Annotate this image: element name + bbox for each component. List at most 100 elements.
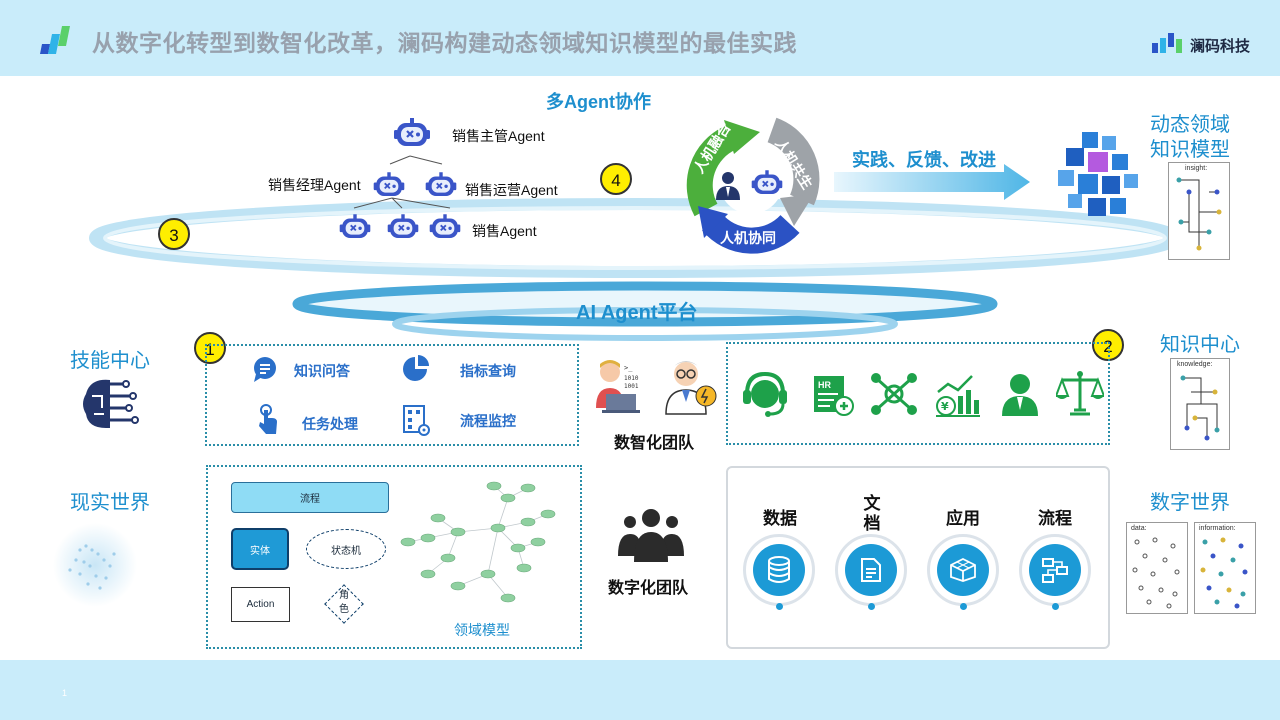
skill-metric-query: 指标查询 [460, 363, 516, 379]
cube-cluster-icon [1058, 132, 1138, 216]
digital-team-label: 数字化团队 [608, 580, 689, 597]
data-circle [743, 534, 815, 606]
digital-item-document: 文档 [863, 494, 881, 533]
outer-ring [89, 198, 1181, 278]
badge-4: 4 [600, 163, 632, 195]
information-scatter-icon [1200, 537, 1248, 609]
platform-ring [292, 281, 998, 341]
process-icon [1042, 558, 1068, 583]
robot-icon [424, 172, 458, 198]
platform-label: AI Agent平台 [576, 302, 698, 324]
insight-sketch: insight: [1168, 162, 1230, 260]
robot-icon [338, 214, 372, 240]
knowledge-center-box [726, 342, 1110, 445]
data-sketch-label: data: [1131, 525, 1147, 532]
dynamic-model-line1: 动态领域 [1150, 114, 1230, 136]
logo-icon [40, 26, 70, 54]
digital-item-application: 应用 [946, 509, 980, 528]
robot-icon [386, 214, 420, 240]
cycle-collaboration-label: 人机协同 [720, 230, 776, 246]
action-shape: Action [231, 587, 290, 622]
document-dot [868, 603, 875, 610]
entity-shape: 实体 [231, 528, 289, 570]
process-circle [1019, 534, 1091, 606]
data-scatter-icon [1132, 537, 1180, 609]
finance-chart-icon: ¥ [936, 375, 980, 417]
human-icon [716, 172, 740, 200]
programmer-icon: >_ 1010 1001 [596, 360, 640, 413]
domain-model-caption: 领域模型 [454, 622, 510, 638]
skill-center-box [205, 344, 579, 446]
knowledge-sketch-label: knowledge: [1177, 361, 1213, 368]
database-icon [768, 556, 790, 583]
digital-world-box [726, 466, 1110, 649]
digital-world-label: 数字世界 [1150, 492, 1230, 514]
state-machine-shape: 状态机 [306, 529, 386, 569]
knowledge-center-label: 知识中心 [1160, 334, 1240, 356]
brain-circuit-icon [83, 379, 139, 428]
svg-text:>_: >_ [624, 364, 633, 372]
digital-item-process: 流程 [1038, 509, 1072, 528]
domain-graph-icon [400, 481, 556, 603]
process-shape: 流程 [231, 482, 389, 513]
brand-name: 澜码科技 [1190, 38, 1251, 55]
knowledge-graph-icon [1180, 375, 1220, 441]
information-sketch: information: [1194, 522, 1256, 614]
header-bar [0, 0, 1280, 76]
headset-icon [743, 371, 787, 417]
skill-knowledge-qa: 知识问答 [294, 363, 350, 379]
insight-graph-icon [1176, 177, 1222, 251]
skill-process-monitor: 流程监控 [460, 413, 516, 429]
document-icon [861, 558, 881, 582]
arrow-label: 实践、反馈、改进 [852, 150, 996, 170]
robot-icon [428, 214, 462, 240]
multi-agent-title: 多Agent协作 [546, 92, 651, 112]
svg-text:HR: HR [818, 380, 831, 390]
badge-1: 1 [194, 332, 226, 364]
network-icon [871, 373, 917, 415]
badge-3: 3 [158, 218, 190, 250]
svg-text:¥: ¥ [941, 400, 949, 413]
data-sketch: data: [1126, 522, 1188, 614]
dynamic-model-line2: 知识模型 [1150, 139, 1230, 161]
real-world-label: 现实世界 [70, 492, 150, 514]
role-shape-label: 角色 [339, 590, 349, 615]
scales-icon [1056, 371, 1104, 416]
svg-text:1001: 1001 [624, 383, 639, 390]
skill-task-processing: 任务处理 [302, 416, 358, 432]
application-dot [960, 603, 967, 610]
skill-center-label: 技能中心 [70, 350, 150, 372]
progress-arrow [834, 164, 1030, 200]
brand-logo-icon [1152, 33, 1182, 53]
scientist-icon [665, 361, 717, 415]
supervisor-agent-label: 销售主管Agent [452, 128, 545, 144]
manager-agent-label: 销售经理Agent [268, 177, 361, 193]
operations-agent-label: 销售运营Agent [465, 182, 558, 198]
flowchart-icon [403, 405, 430, 436]
robot-icon [392, 118, 432, 148]
chat-bubble-icon [254, 357, 276, 382]
svg-text:1010: 1010 [624, 375, 639, 382]
digital-item-data: 数据 [763, 509, 797, 528]
pie-chart-icon [403, 355, 429, 381]
process-dot [1052, 603, 1059, 610]
information-sketch-label: information: [1199, 525, 1236, 532]
touch-hand-icon [259, 404, 277, 434]
sales-agent-label: 销售Agent [472, 223, 537, 239]
footer-bar [0, 660, 1280, 720]
domain-model-box [206, 465, 582, 649]
intelligent-team-label: 数智化团队 [614, 435, 695, 452]
page-number: 1 [62, 688, 68, 698]
robot-icon [372, 172, 406, 198]
hierarchy-lines [353, 155, 451, 209]
application-circle [927, 534, 999, 606]
globe-dots-icon [53, 523, 137, 607]
app-cube-icon [950, 557, 976, 582]
robot-icon [750, 170, 784, 196]
data-dot [776, 603, 783, 610]
hr-document-icon: HR [814, 376, 854, 416]
insight-sketch-label: insight: [1185, 165, 1208, 172]
document-circle [835, 534, 907, 606]
page-title: 从数字化转型到数智化改革，澜码构建动态领域知识模型的最佳实践 [92, 30, 797, 56]
team-icon [618, 509, 684, 562]
